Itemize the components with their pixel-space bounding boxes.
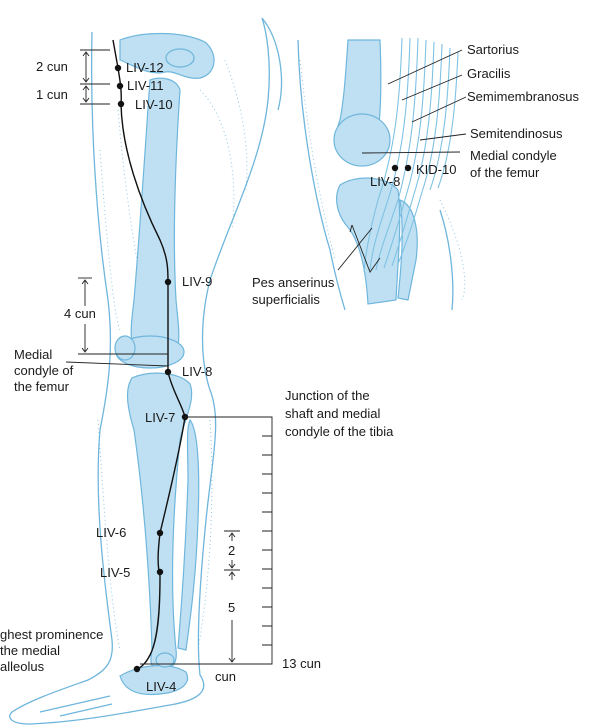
cun-bottom-label: cun [215, 669, 236, 684]
liv6-dot [157, 530, 163, 536]
num2-label: 2 [228, 543, 235, 558]
cun-ruler [262, 436, 272, 645]
liv6-label: LIV-6 [96, 525, 126, 540]
liv12-label: LIV-12 [126, 60, 164, 75]
liv12-dot [115, 65, 121, 71]
liv5-label: LIV-5 [100, 565, 130, 580]
junction-label: Junction of the shaft and medial condyle… [285, 388, 394, 439]
liv10-label: LIV-10 [135, 97, 173, 112]
semimembranosus-label: Semimembranosus [467, 89, 579, 104]
cun1-label: 1 cun [36, 87, 68, 102]
kid10-label: KID-10 [416, 162, 456, 177]
liv8-label: LIV-8 [182, 364, 212, 379]
semitendinosus-label: Semitendinosus [470, 126, 563, 141]
num5-label: 5 [228, 600, 235, 615]
liv4-label: LIV-4 [146, 679, 176, 694]
liv5-dot [157, 569, 163, 575]
liv8-dot [165, 369, 171, 375]
malleolus-label: ghest prominence the medial alleolus [0, 627, 107, 674]
sartorius-label: Sartorius [467, 42, 520, 57]
kid10-dot [405, 165, 411, 171]
upper-measurement [80, 50, 110, 104]
liv9-dot [165, 279, 171, 285]
liv11-dot [117, 83, 123, 89]
fibula-bone [178, 420, 199, 650]
gracilis-label: Gracilis [467, 66, 511, 81]
liv7-label: LIV-7 [145, 410, 175, 425]
liv9-label: LIV-9 [182, 274, 212, 289]
cun4-label: 4 cun [64, 306, 96, 321]
medial-condyle-femur-label: Medial condyle of the femur [14, 347, 77, 394]
cun13-label: 13 cun [282, 656, 321, 671]
inset-liv8-label: LIV-8 [370, 174, 400, 189]
cun2-top-label: 2 cun [36, 59, 68, 74]
liv11-label: LIV-11 [127, 78, 164, 93]
medial-condyle-inset-label: Medial condyle of the femur [470, 148, 560, 180]
inset-liv8-dot [392, 165, 398, 171]
liv10-dot [118, 101, 124, 107]
pes-anserinus-label: Pes anserinus superficialis [252, 275, 338, 307]
liv4-dot [134, 666, 140, 672]
femur-bone [131, 78, 180, 345]
